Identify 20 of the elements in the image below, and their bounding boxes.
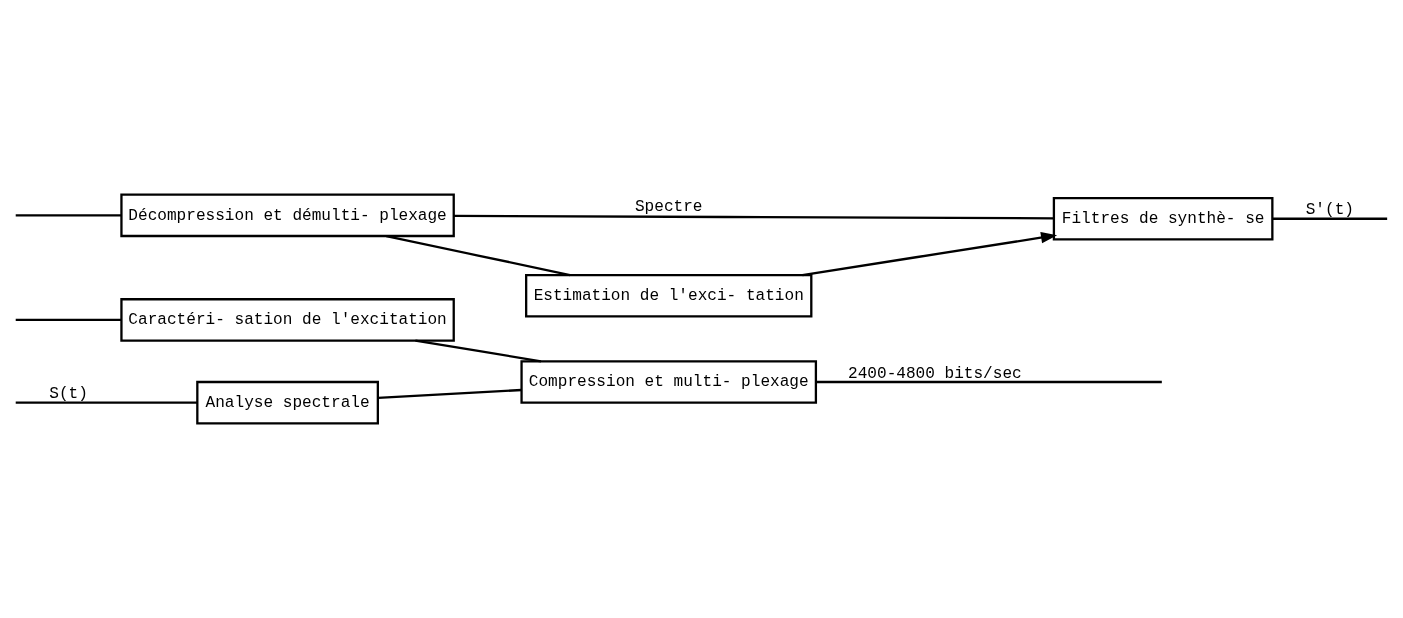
connector <box>386 234 571 277</box>
arrow <box>802 232 1058 277</box>
node-box: Caractéri- sation de l'excitation <box>120 298 455 342</box>
edge-label: S(t) <box>49 385 88 404</box>
connector <box>15 214 122 217</box>
edge-label: S′(t) <box>1305 201 1354 220</box>
node-box: Décompression et démulti- plexage <box>120 193 455 238</box>
connector <box>1272 217 1388 220</box>
edge-label: Spectre <box>634 197 703 216</box>
connector <box>816 380 1162 384</box>
connector <box>15 401 198 404</box>
node-box: Analyse spectrale <box>196 380 379 425</box>
node-box: Estimation de l'exci- tation <box>525 273 813 318</box>
node-box: Compression et multi- plexage <box>520 360 818 404</box>
connector <box>377 388 522 399</box>
node-box: Filtres de synthè- se <box>1052 196 1274 241</box>
connector <box>15 318 122 322</box>
connector <box>415 339 542 363</box>
edge-label: 2400-4800 bits/sec <box>848 364 1022 383</box>
connector <box>454 214 1054 220</box>
